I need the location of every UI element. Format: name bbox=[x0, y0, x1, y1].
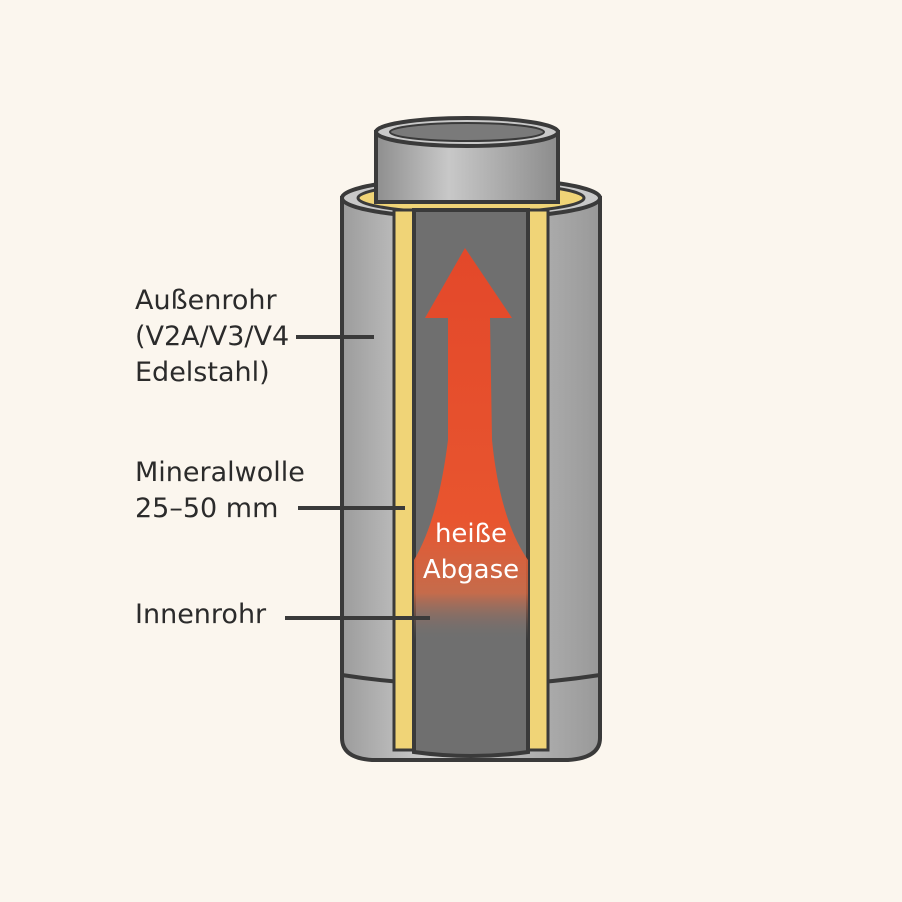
label-insulation: Mineralwolle 25–50 mm bbox=[135, 455, 305, 527]
label-outer-pipe-line2: (V2A/V3/V4 bbox=[135, 321, 290, 352]
flow-arrow bbox=[414, 248, 528, 640]
flow-label-line1: heiße bbox=[434, 519, 508, 549]
label-outer-pipe-line1: Außenrohr bbox=[135, 285, 277, 316]
label-inner-pipe-line1: Innenrohr bbox=[135, 599, 267, 630]
label-outer-pipe-line3: Edelstahl) bbox=[135, 357, 270, 388]
label-inner-pipe: Innenrohr bbox=[135, 597, 266, 633]
flow-label-line2: Abgase bbox=[422, 555, 520, 585]
inner-pipe-opening bbox=[389, 122, 545, 142]
label-insulation-line2: 25–50 mm bbox=[135, 493, 279, 524]
label-outer-pipe: Außenrohr (V2A/V3/V4 Edelstahl) bbox=[135, 283, 289, 391]
insulation-right bbox=[526, 208, 550, 752]
label-insulation-line1: Mineralwolle bbox=[135, 457, 305, 488]
flow-label: heiße Abgase bbox=[414, 516, 528, 588]
insulation-left bbox=[392, 208, 416, 752]
